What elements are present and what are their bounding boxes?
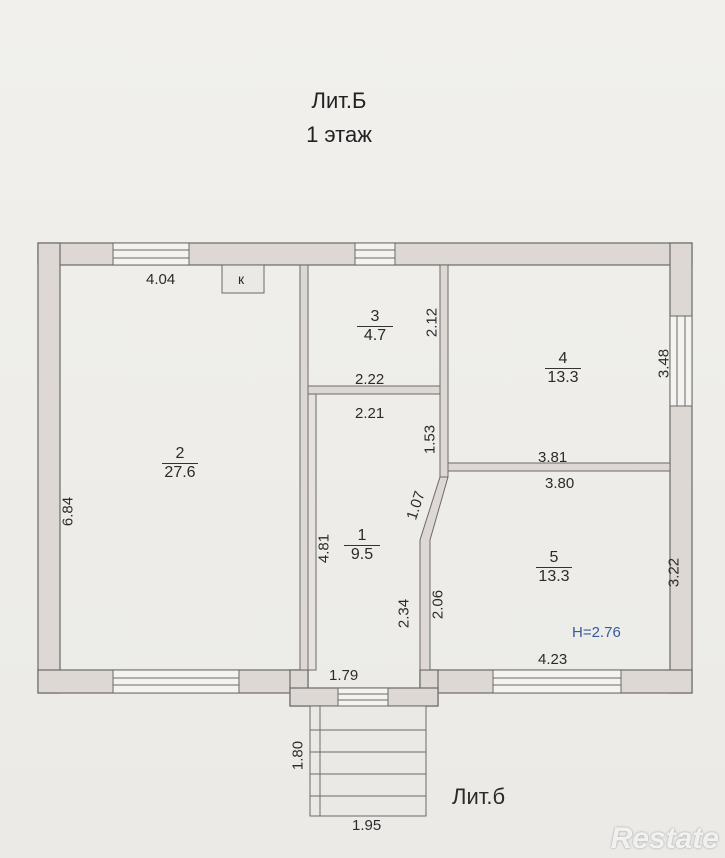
room-4-label: 4 13.3 (533, 350, 593, 388)
plan-subtitle: 1 этаж (306, 122, 372, 147)
room-1-area: 9.5 (344, 545, 380, 564)
dim-3-22: 3.22 (665, 557, 683, 588)
dim-1-95: 1.95 (352, 817, 382, 834)
stove-label: к (238, 271, 245, 287)
dim-4-23: 4.23 (538, 651, 568, 668)
ceiling-height-label: H=2.76 (572, 624, 621, 641)
wall-interior-v2 (439, 264, 449, 478)
door-entrance (337, 687, 389, 707)
dim-2-22: 2.22 (355, 371, 385, 388)
dim-2-06: 2.06 (429, 589, 447, 620)
dim-1-80: 1.80 (289, 740, 307, 771)
room-3-label: 3 4.7 (345, 308, 405, 346)
wall-interior-v3 (307, 393, 317, 671)
plan-title: Лит.Б (311, 88, 367, 113)
wall-interior-diagonal (419, 476, 449, 671)
dim-3-80: 3.80 (545, 475, 575, 492)
wall-right (669, 242, 693, 694)
dim-1-53: 1.53 (421, 424, 439, 455)
room-1-number: 1 (357, 527, 367, 544)
room-4-area: 13.3 (545, 368, 581, 387)
room-5-number: 5 (549, 549, 559, 566)
dim-3-81: 3.81 (538, 449, 568, 466)
room-2-number: 2 (175, 445, 185, 462)
wall-interior-h1 (307, 385, 441, 395)
window-bottom-left (112, 669, 240, 694)
dim-4-81: 4.81 (315, 533, 333, 564)
porch-stairs (309, 705, 427, 817)
window-top-left (112, 242, 190, 266)
window-right (669, 315, 693, 407)
wall-interior-v1 (299, 264, 309, 671)
room-5-area: 13.3 (536, 567, 572, 586)
room-1-label: 1 9.5 (332, 527, 392, 565)
dim-3-48: 3.48 (655, 348, 673, 379)
room-3-area: 4.7 (357, 326, 393, 345)
room-3-number: 3 (370, 308, 380, 325)
dim-1-79: 1.79 (329, 667, 359, 684)
dim-6-84: 6.84 (59, 496, 77, 527)
room-2-label: 2 27.6 (150, 445, 210, 483)
room-2-area: 27.6 (162, 463, 198, 482)
room-5-label: 5 13.3 (524, 549, 584, 587)
watermark-logo: Restate (610, 822, 719, 855)
annex-label: Лит.б (452, 784, 506, 809)
dim-2-34: 2.34 (395, 598, 413, 629)
wall-left (37, 242, 61, 694)
room-4-number: 4 (558, 350, 568, 367)
dim-2-12: 2.12 (423, 307, 441, 338)
stove-box (221, 264, 265, 294)
window-bottom-right (492, 669, 622, 694)
dim-4-04: 4.04 (146, 271, 176, 288)
dim-2-21: 2.21 (355, 405, 385, 422)
wall-interior-h2 (447, 462, 671, 472)
window-top-middle (354, 242, 396, 266)
